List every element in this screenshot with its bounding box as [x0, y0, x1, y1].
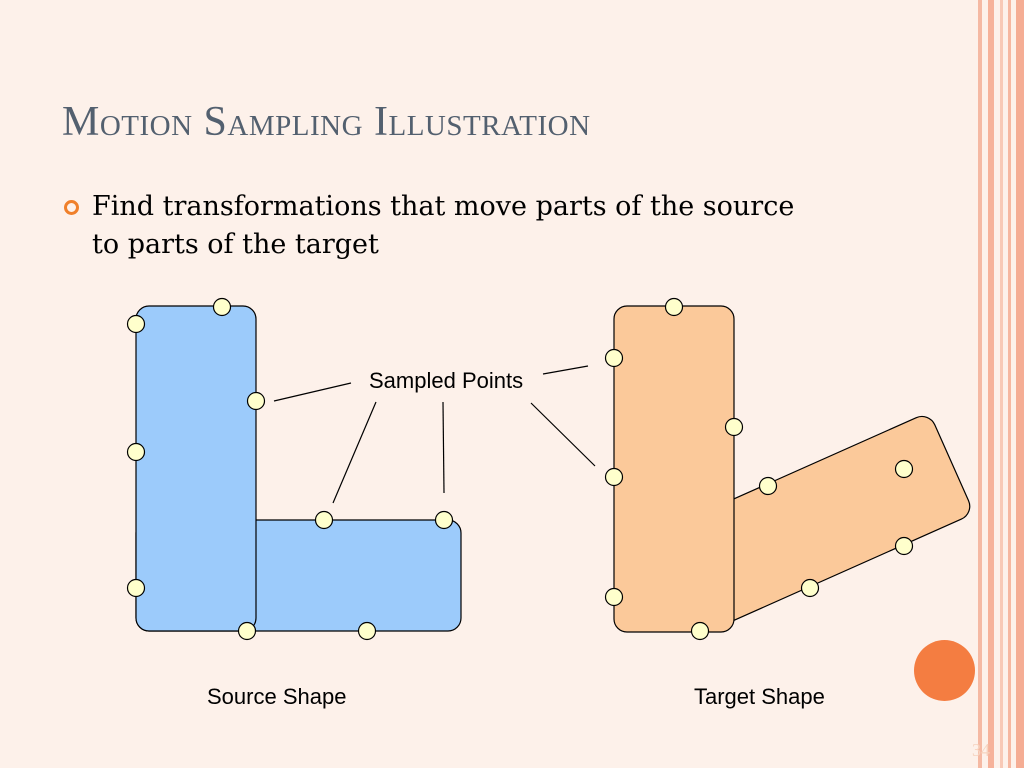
- sample-point: [604, 467, 624, 487]
- callout-line: [332, 401, 377, 504]
- sample-points: [126, 297, 914, 641]
- sample-point: [800, 578, 820, 598]
- border-stripe: [988, 0, 994, 768]
- target-shape-label: Target Shape: [694, 684, 825, 709]
- target-shape: [613, 305, 971, 633]
- border-stripe: [978, 0, 982, 768]
- bullet-text: Find transformations that move parts of …: [92, 191, 795, 260]
- callout-lines: [273, 365, 596, 504]
- sample-point: [758, 476, 778, 496]
- sampled-points-label: Sampled Points: [369, 368, 524, 393]
- sample-point: [126, 314, 146, 334]
- border-stripe: [1016, 0, 1024, 768]
- border-stripe: [1008, 0, 1011, 768]
- sample-point: [690, 621, 710, 641]
- sample-point: [212, 297, 232, 317]
- source-shape: [135, 305, 462, 632]
- sample-point: [604, 348, 624, 368]
- sample-point: [314, 510, 334, 530]
- sample-point: [357, 621, 377, 641]
- accent-circle: [914, 640, 975, 701]
- source-vertical-bar: [135, 305, 257, 632]
- bullet-circle-icon: [64, 200, 79, 215]
- border-stripe: [1000, 0, 1003, 768]
- callout-line: [442, 401, 445, 494]
- sample-point: [664, 297, 684, 317]
- callout-line: [542, 365, 589, 375]
- sample-point: [126, 578, 146, 598]
- sample-point: [237, 621, 257, 641]
- sample-point: [894, 536, 914, 556]
- target-vertical-bar: [613, 305, 735, 633]
- bullet-item: Find transformations that move parts of …: [62, 188, 822, 264]
- slide-title: Motion Sampling Illustration: [62, 99, 591, 145]
- sample-point: [724, 417, 744, 437]
- callout-line: [273, 382, 352, 402]
- sample-point: [434, 510, 454, 530]
- sample-point: [604, 587, 624, 607]
- page-number: 34: [972, 740, 990, 760]
- sample-point: [246, 391, 266, 411]
- callout-line: [530, 402, 596, 467]
- sample-point: [126, 442, 146, 462]
- source-shape-label: Source Shape: [207, 684, 347, 709]
- sample-point: [894, 459, 914, 479]
